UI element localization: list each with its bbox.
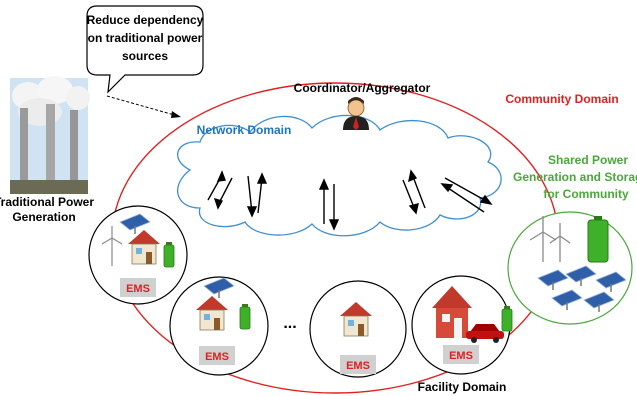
wind-turbine-icon (529, 216, 571, 262)
callout-line3: sources (122, 49, 168, 63)
callout-line2: on traditional power (88, 31, 203, 45)
shared-label-line1: Shared Power (548, 153, 628, 167)
shared-generation-circle (507, 211, 633, 325)
facility-domain-label: Facility Domain (418, 380, 507, 394)
ems-badge-2 (199, 346, 235, 365)
car-icon (466, 324, 504, 343)
community-domain-label: Community Domain (505, 92, 618, 106)
ems-label-1: EMS (126, 283, 150, 295)
callout-bubble (86, 5, 204, 94)
traditional-label-line2: Generation (12, 210, 75, 224)
shared-label-line2: Generation and Storage (513, 170, 637, 184)
ems-badge-4 (443, 345, 479, 364)
callout-line1: Reduce dependency (87, 13, 204, 27)
house-icon (432, 286, 472, 338)
facility-1-icons (101, 213, 175, 268)
dashed-arrow (106, 95, 181, 118)
ems-badge-1 (120, 278, 156, 297)
ems-label-3: EMS (346, 360, 370, 372)
ellipsis: ... (283, 315, 296, 332)
ems-label-2: EMS (205, 351, 229, 363)
network-arrows (207, 169, 493, 231)
facility-4-icons (432, 286, 513, 343)
traditional-label-line1: Traditional Power (0, 195, 94, 209)
coordinator-label: Coordinator/Aggregator (294, 81, 431, 95)
ems-badge-3 (340, 355, 376, 374)
network-domain-label: Network Domain (197, 123, 292, 137)
wind-turbine-icon (101, 226, 123, 266)
shared-label-line3: for Community (543, 187, 629, 201)
ems-label-4: EMS (449, 350, 473, 362)
factory-smokestack-icon (10, 76, 90, 194)
person-icon (343, 97, 369, 130)
battery-icon (587, 216, 609, 263)
